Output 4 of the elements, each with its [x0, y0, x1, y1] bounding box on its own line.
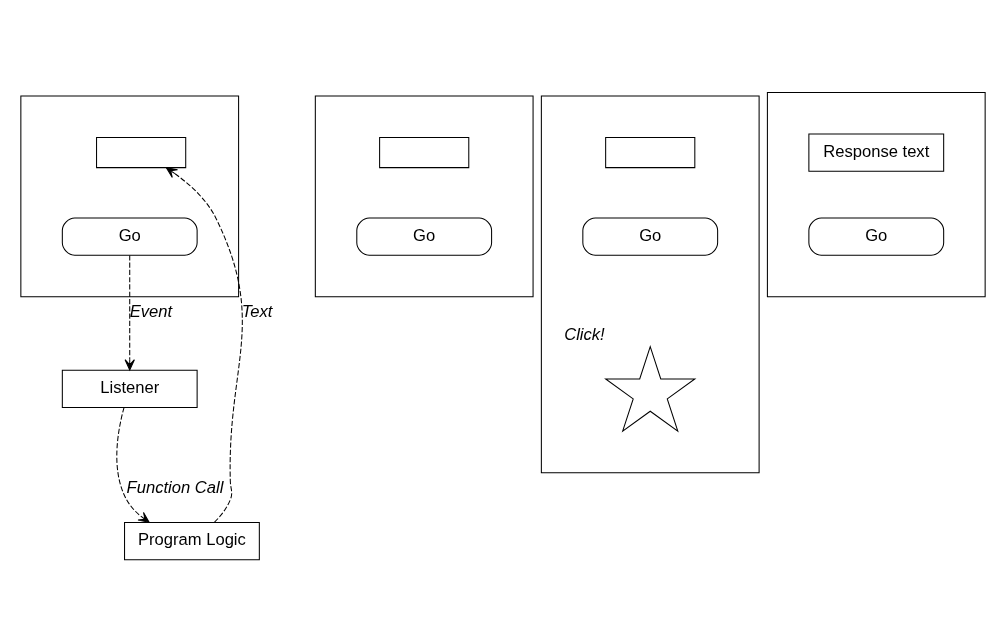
- edge-label: Event: [129, 301, 173, 321]
- edge-label: Function Call: [126, 477, 224, 497]
- edge-label: Text: [241, 301, 273, 321]
- node-label: Click!: [564, 324, 605, 344]
